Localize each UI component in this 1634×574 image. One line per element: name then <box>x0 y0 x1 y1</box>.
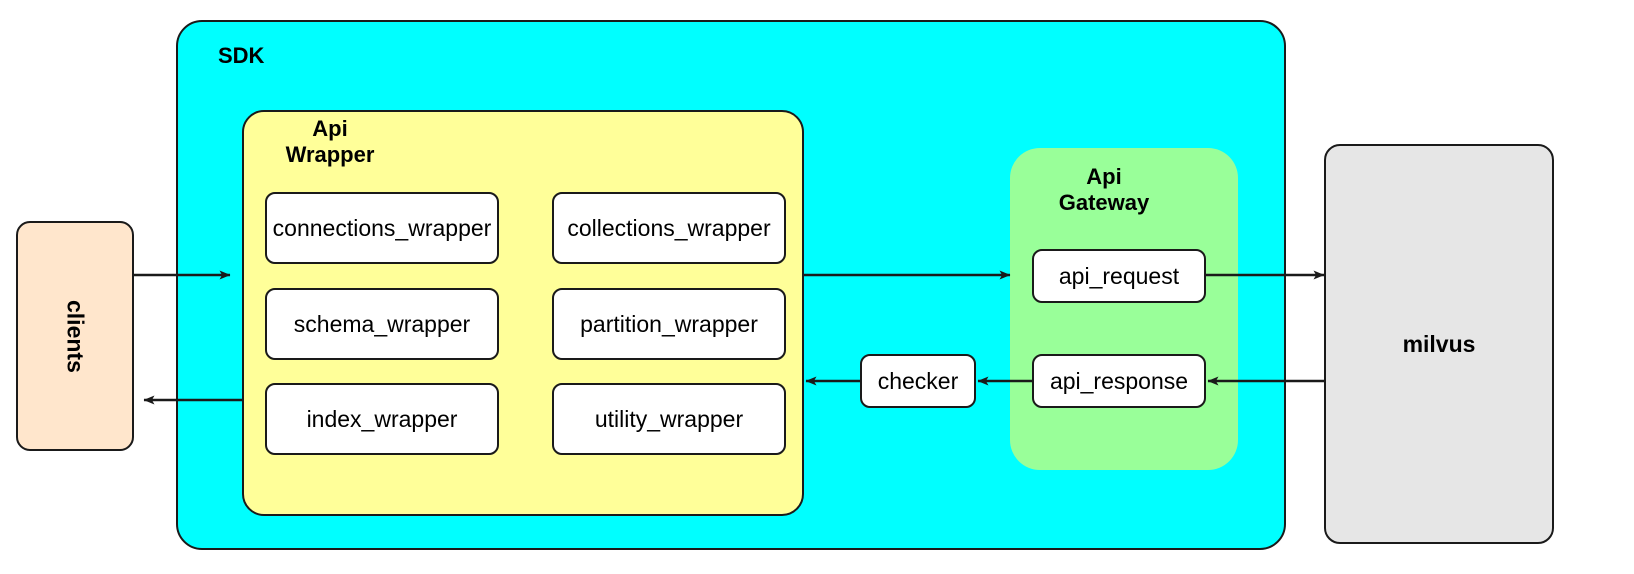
node-partition-wrapper[interactable]: partition_wrapper <box>552 288 786 360</box>
node-connections-wrapper[interactable]: connections_wrapper <box>265 192 499 264</box>
node-collections-wrapper[interactable]: collections_wrapper <box>552 192 786 264</box>
node-clients-label: clients <box>62 299 89 373</box>
node-milvus[interactable]: milvus <box>1324 144 1554 544</box>
node-api-request[interactable]: api_request <box>1032 249 1206 303</box>
node-clients[interactable]: clients <box>16 221 134 451</box>
node-checker[interactable]: checker <box>860 354 976 408</box>
node-api-response[interactable]: api_response <box>1032 354 1206 408</box>
group-api-gateway <box>1010 148 1238 470</box>
node-utility-wrapper[interactable]: utility_wrapper <box>552 383 786 455</box>
node-schema-wrapper[interactable]: schema_wrapper <box>265 288 499 360</box>
node-index-wrapper[interactable]: index_wrapper <box>265 383 499 455</box>
